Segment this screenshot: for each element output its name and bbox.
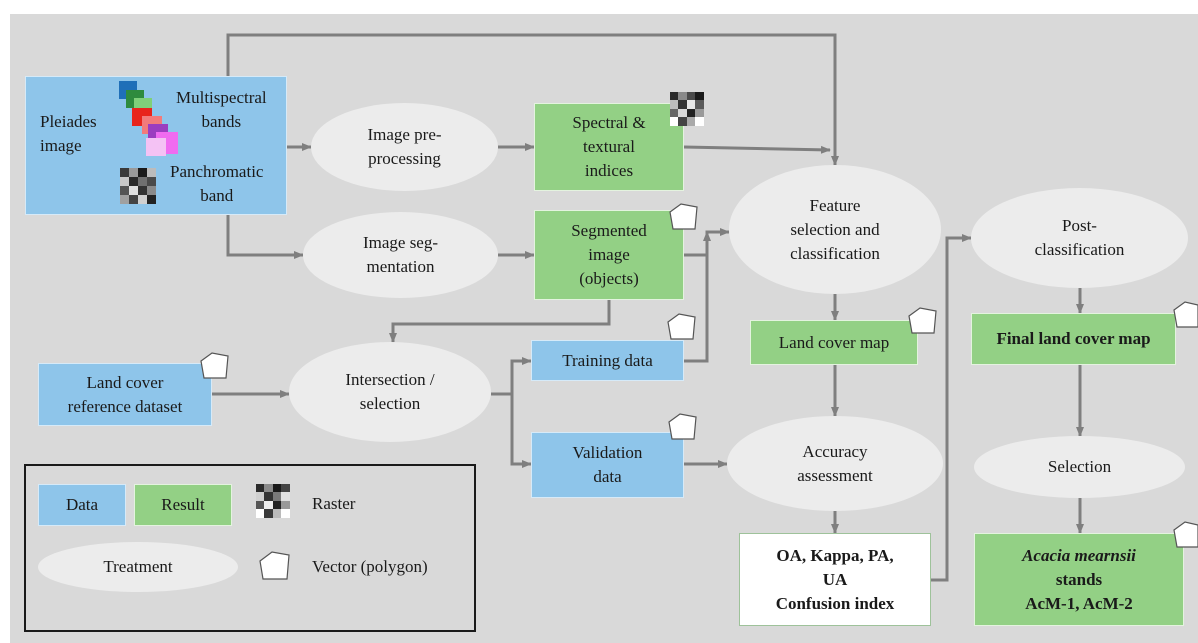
intersection-selection-ellipse: Intersection / selection <box>289 342 491 442</box>
vector-polygon-icon <box>905 306 939 341</box>
spectral-textural-indices-box: Spectral & textural indices <box>534 103 684 191</box>
intersection-selection-label: Intersection / selection <box>345 370 435 413</box>
multispectral-bands-icon <box>118 80 188 165</box>
image-preprocessing-label: Image pre- processing <box>367 125 442 168</box>
segmented-image-label: Segmented image (objects) <box>571 221 647 288</box>
validation-data-label: Validation data <box>572 443 643 486</box>
feature-selection-label: Feature selection and classification <box>790 195 880 263</box>
arrow-indices-to-feature-selection <box>683 145 831 154</box>
post-classification-label: Post- classification <box>1034 216 1125 259</box>
arrow-intersection-to-training <box>491 357 532 396</box>
acacia-stands-label: stands AcM-1, AcM-2 <box>1025 569 1133 613</box>
legend-raster-label: Raster <box>312 494 356 513</box>
acacia-species-label: Acacia mearnsii <box>1022 545 1136 565</box>
pleiades-image-label: Pleiades image <box>40 112 97 155</box>
accuracy-assessment-ellipse: Accuracy assessment <box>727 416 943 511</box>
legend-treatment-label: Treatment <box>103 557 173 576</box>
validation-data-box: Validation data <box>531 432 684 498</box>
arrow-metrics-to-post-classification <box>931 234 972 582</box>
vector-polygon-icon <box>1170 520 1198 555</box>
final-land-cover-map-box: Final land cover map <box>971 313 1176 365</box>
legend: Data Result Raster Treatment Vector (pol… <box>24 464 476 632</box>
feature-selection-ellipse: Feature selection and classification <box>729 165 941 294</box>
legend-vector-label: Vector (polygon) <box>312 557 428 576</box>
vector-polygon-icon <box>1170 300 1198 335</box>
legend-data-label: Data <box>65 495 99 514</box>
training-data-label: Training data <box>562 350 653 370</box>
legend-result-label: Result <box>161 495 205 514</box>
arrow-pleiades-to-feature-selection <box>226 33 839 166</box>
image-segmentation-ellipse: Image seg- mentation <box>303 212 498 298</box>
image-preprocessing-ellipse: Image pre- processing <box>311 103 498 191</box>
image-segmentation-label: Image seg- mentation <box>362 233 439 276</box>
arrow-intersection-to-validation <box>491 392 532 468</box>
selection-label: Selection <box>1047 457 1112 476</box>
raster-icon <box>256 484 290 523</box>
vector-polygon-icon <box>664 312 698 347</box>
arrow-training-to-feature-selection <box>684 231 711 363</box>
arrow-pleiades-to-segmentation <box>226 215 304 259</box>
vector-polygon-icon <box>665 412 699 447</box>
vector-polygon-icon <box>256 550 292 587</box>
panchromatic-raster-icon <box>120 168 156 209</box>
accuracy-metrics-box: OA, Kappa, PA, UA Confusion index <box>739 533 931 626</box>
land-cover-reference-box: Land cover reference dataset <box>38 363 212 426</box>
legend-data-swatch: Data <box>38 484 126 526</box>
indices-raster-icon <box>670 92 704 131</box>
land-cover-map-box: Land cover map <box>750 320 918 365</box>
training-data-box: Training data <box>531 340 684 381</box>
post-classification-ellipse: Post- classification <box>971 188 1188 288</box>
land-cover-map-label: Land cover map <box>778 332 890 352</box>
selection-ellipse: Selection <box>974 436 1185 498</box>
acacia-stands-box: Acacia mearnsii stands AcM-1, AcM-2 <box>974 533 1184 626</box>
spectral-textural-indices-label: Spectral & textural indices <box>572 113 646 180</box>
final-land-cover-map-label: Final land cover map <box>996 329 1151 348</box>
panchromatic-band-label: Panchromatic band <box>170 162 264 205</box>
vector-polygon-icon <box>197 351 231 386</box>
accuracy-metrics-label: OA, Kappa, PA, UA Confusion index <box>775 545 895 613</box>
legend-treatment-swatch: Treatment <box>38 542 238 592</box>
vector-polygon-icon <box>666 202 700 237</box>
land-cover-reference-label: Land cover reference dataset <box>67 372 183 416</box>
accuracy-assessment-label: Accuracy assessment <box>797 441 873 485</box>
arrow-segmented-image-to-intersection <box>389 300 611 343</box>
multispectral-bands-label: Multispectral bands <box>176 88 267 131</box>
legend-result-swatch: Result <box>134 484 232 526</box>
segmented-image-box: Segmented image (objects) <box>534 210 684 300</box>
